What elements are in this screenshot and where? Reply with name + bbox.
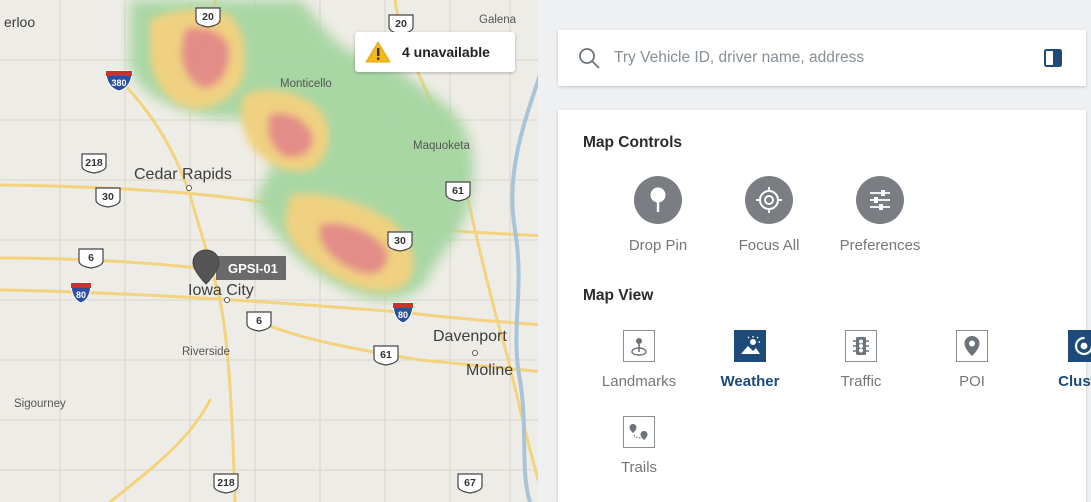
map-base-layer — [0, 0, 545, 502]
trails-icon — [623, 416, 655, 448]
traffic-light-icon — [845, 330, 877, 362]
cluster-icon — [1068, 330, 1091, 362]
city-label-sigourney: Sigourney — [14, 398, 66, 410]
search-box[interactable] — [558, 30, 1086, 86]
city-label-waterloo: erloo — [4, 14, 36, 30]
traffic-label: Traffic — [840, 373, 882, 390]
focus-all-label: Focus All — [738, 237, 800, 254]
route-shield-us218-south: 218 — [212, 472, 240, 494]
city-label-cedar-rapids: Cedar Rapids — [134, 166, 232, 183]
route-shield-us67: 67 — [456, 472, 484, 494]
route-shield-us6-south: 6 — [245, 310, 273, 332]
map-area[interactable]: erloo Galena Monticello Cedar Rapids Maq… — [0, 0, 545, 502]
preferences-label: Preferences — [839, 237, 921, 254]
city-label-galena: Galena — [479, 14, 517, 26]
drop-pin-label: Drop Pin — [628, 237, 688, 254]
drop-pin-icon — [634, 176, 682, 224]
route-shield-us61-south: 61 — [372, 344, 400, 366]
focus-all-icon — [745, 176, 793, 224]
trails-label: Trails — [620, 459, 658, 476]
route-shield-us6: 6 — [77, 247, 105, 269]
route-shield-i80-east: 80 — [392, 302, 414, 324]
route-shield-us218: 218 — [80, 152, 108, 174]
preferences-button[interactable]: Preferences — [825, 176, 935, 254]
unavailable-count-text: 4 unavailable — [402, 44, 490, 60]
city-dot-cedar-rapids — [186, 185, 192, 191]
city-dot-iowa-city — [224, 297, 230, 303]
route-shield-us30-east: 30 — [386, 230, 414, 252]
route-shield-i380: 380 — [105, 70, 133, 92]
city-label-moline: Moline — [466, 362, 514, 379]
weather-icon — [734, 330, 766, 362]
landmarks-label: Landmarks — [601, 373, 677, 390]
preferences-sliders-icon — [856, 176, 904, 224]
city-label-riverside: Riverside — [182, 346, 230, 358]
weather-toggle[interactable]: Weather — [695, 330, 805, 390]
weather-label: Weather — [720, 373, 780, 390]
vehicle-label[interactable]: GPSI-01 — [216, 256, 286, 280]
trails-toggle[interactable]: Trails — [584, 416, 694, 476]
route-shield-i80: 80 — [70, 282, 92, 304]
city-label-monticello: Monticello — [280, 78, 332, 90]
route-shield-us30: 30 — [94, 186, 122, 208]
map-pin-icon[interactable] — [192, 249, 220, 285]
search-icon — [579, 48, 600, 69]
city-label-davenport: Davenport — [433, 328, 507, 345]
poi-pin-icon — [956, 330, 988, 362]
traffic-toggle[interactable]: Traffic — [806, 330, 916, 390]
city-dot-davenport — [472, 350, 478, 356]
drop-pin-button[interactable]: Drop Pin — [603, 176, 713, 254]
map-view-title: Map View — [583, 287, 654, 304]
poi-toggle[interactable]: POI — [917, 330, 1027, 390]
city-label-iowa-city: Iowa City — [188, 282, 254, 299]
search-input[interactable] — [614, 49, 1034, 67]
landmarks-toggle[interactable]: Landmarks — [584, 330, 694, 390]
map-controls-title: Map Controls — [583, 134, 683, 151]
warning-triangle-icon — [365, 41, 391, 63]
map-side-panel: Map Controls Drop Pin Focus All Preferen… — [538, 0, 1091, 502]
poi-label: POI — [959, 373, 985, 390]
landmarks-icon — [623, 330, 655, 362]
unavailable-warning-chip[interactable]: 4 unavailable — [355, 32, 515, 72]
city-label-maquoketa: Maquoketa — [413, 140, 470, 152]
route-shield-us20: 20 — [194, 6, 222, 28]
route-shield-us61: 61 — [444, 180, 472, 202]
map-controls-card: Map Controls Drop Pin Focus All Preferen… — [558, 110, 1091, 502]
cluster-toggle[interactable]: Cluster — [1029, 330, 1091, 390]
cluster-label: Cluster — [1058, 373, 1091, 390]
focus-all-button[interactable]: Focus All — [714, 176, 824, 254]
panel-toggle-icon[interactable] — [1044, 49, 1062, 67]
